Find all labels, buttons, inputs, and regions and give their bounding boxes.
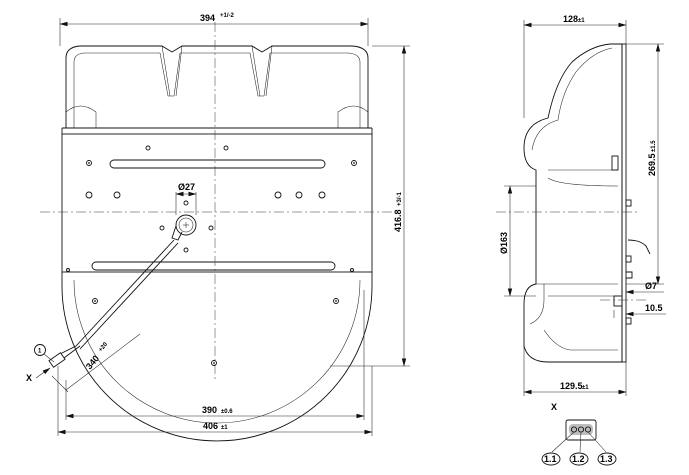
view-marker-x: X	[26, 373, 32, 383]
pin-label-3: 1.3	[600, 454, 613, 464]
dim-bottom-outer: 406	[203, 421, 218, 431]
side-dim-offset: 10.5	[645, 303, 663, 313]
hub-outer	[175, 214, 197, 236]
side-dim-height-tol: ±1.5	[651, 140, 657, 152]
cable-callout: 1	[38, 349, 42, 355]
pin-label-1: 1.1	[544, 454, 557, 464]
side-dim-bottom-tol: ±1	[582, 385, 589, 391]
bottom-slot	[91, 261, 336, 271]
side-view: 128 ±1 269.5 ±1.5 Ø163 Ø7 10.5 129.5 ±1	[496, 14, 666, 396]
dim-cable-tol: +20	[98, 341, 110, 353]
dim-height: 416.8	[393, 209, 403, 232]
mounting-plate	[61, 133, 373, 273]
screw	[333, 298, 339, 304]
dim-height-tol: +3/-1	[397, 191, 403, 206]
upper-housing	[65, 45, 369, 128]
lower-housing	[61, 272, 373, 442]
front-view: 394 +1/-2 416.8 +3/-1 Ø27 390 ±0.6 406 ±…	[26, 13, 410, 442]
dim-cable: 340	[84, 353, 101, 371]
connector-view-title: X	[551, 402, 557, 412]
side-dim-height: 269.5	[647, 153, 657, 176]
side-dim-dia: Ø163	[499, 232, 509, 254]
connector-view: X 1.1 1.2 1.3	[541, 402, 617, 466]
callout-circle	[34, 344, 46, 356]
pin-label-2: 1.2	[572, 454, 585, 464]
dim-bottom-inner-tol: ±0.6	[221, 409, 233, 415]
dim-hole-dia: Ø27	[178, 182, 195, 192]
side-flange	[621, 43, 627, 363]
side-dim-top: 128	[563, 14, 578, 24]
side-dim-bottom: 129.5	[560, 381, 583, 391]
screw	[351, 160, 357, 166]
screw	[86, 160, 92, 166]
dim-bottom-outer-tol: ±1	[221, 425, 228, 431]
screw	[211, 360, 217, 366]
side-dim-hole: Ø7	[645, 281, 657, 291]
dim-top-width: 394	[200, 13, 215, 23]
top-slot	[109, 159, 326, 169]
cable	[48, 239, 179, 368]
side-housing	[523, 43, 623, 363]
side-dim-top-tol: ±1	[578, 18, 585, 24]
dim-top-width-tol: +1/-2	[220, 13, 235, 19]
dim-bottom-inner: 390	[202, 405, 217, 415]
screw	[92, 298, 98, 304]
